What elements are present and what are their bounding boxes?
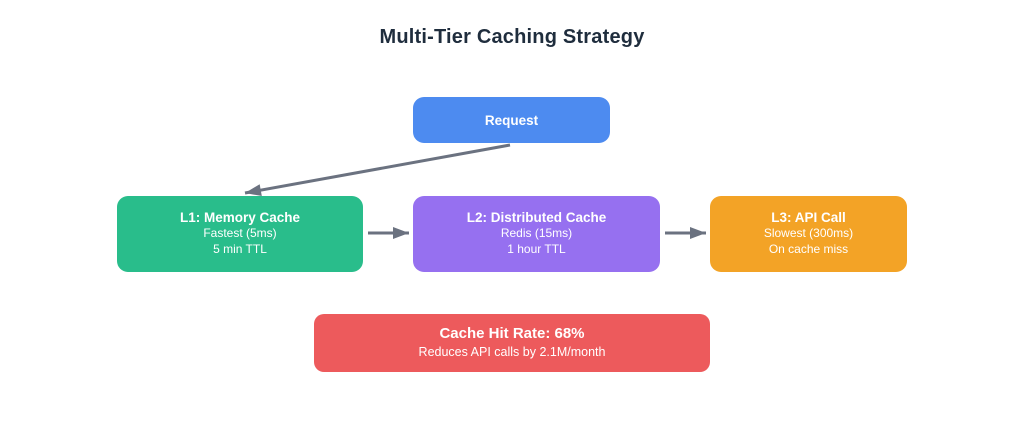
l3-api-call-node: L3: API Call Slowest (300ms) On cache mi… (710, 196, 907, 272)
l2-node-line2: 1 hour TTL (507, 242, 566, 256)
l2-node-line1: Redis (15ms) (500, 226, 573, 240)
l2-node-title: L2: Distributed Cache (466, 210, 607, 225)
request-node-label: Request (484, 112, 539, 128)
l1-node-line2: 5 min TTL (213, 242, 267, 256)
cache-hit-rate-banner: Cache Hit Rate: 68% Reduces API calls by… (314, 314, 710, 372)
arrow-request-to-l1 (244, 143, 511, 197)
l1-node-title: L1: Memory Cache (179, 210, 301, 225)
cache-hit-rate-subtitle: Reduces API calls by 2.1M/month (418, 345, 606, 359)
l2-distributed-cache-node: L2: Distributed Cache Redis (15ms) 1 hou… (413, 196, 660, 272)
l3-node-line1: Slowest (300ms) (763, 226, 854, 240)
diagram-title: Multi-Tier Caching Strategy (379, 26, 645, 48)
l3-node-title: L3: API Call (771, 210, 846, 225)
l3-node-line2: On cache miss (768, 242, 849, 256)
l1-memory-cache-node: L1: Memory Cache Fastest (5ms) 5 min TTL (117, 196, 363, 272)
cache-hit-rate-title: Cache Hit Rate: 68% (439, 325, 585, 342)
request-node: Request (413, 97, 610, 143)
l1-node-line1: Fastest (5ms) (203, 226, 277, 240)
